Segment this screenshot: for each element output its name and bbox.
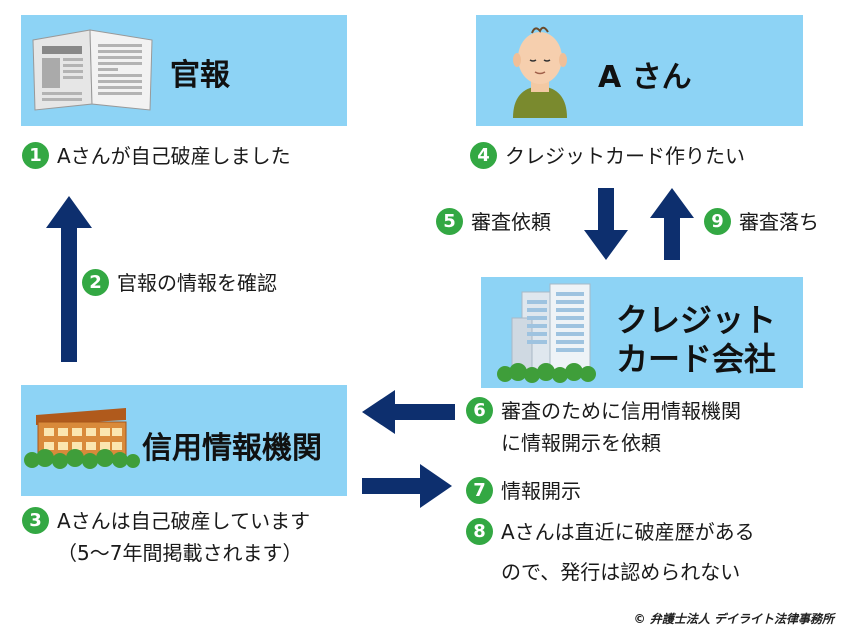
step-2: 2 官報の情報を確認 xyxy=(82,267,277,299)
person-icon xyxy=(513,26,567,118)
step-text-line1: Aさんは自己破産しています xyxy=(57,509,311,533)
step-text: 審査落ち xyxy=(739,210,819,234)
step-text-line2: に情報開示を依頼 xyxy=(501,431,661,455)
step-badge: 8 xyxy=(466,518,493,545)
step-3: 3 Aさんは自己破産しています （5〜7年間掲載されます） xyxy=(22,505,310,569)
a-san-title: A さん xyxy=(598,60,692,95)
step-badge: 6 xyxy=(466,397,493,424)
kanpo-title: 官報 xyxy=(170,58,230,93)
arrow-left-request-disclosure xyxy=(362,390,455,434)
credit-company-title-line2: カード会社 xyxy=(616,340,777,378)
bureau-building-icon xyxy=(24,408,140,469)
step-text-line1: 審査のために信用情報機関 xyxy=(501,399,741,423)
arrow-up-bureau-to-kanpo xyxy=(46,196,92,362)
credit-company-title-line1: クレジット xyxy=(616,301,777,339)
step-text-line2: （5〜7年間掲載されます） xyxy=(57,541,303,565)
step-text: Aさんが自己破産しました xyxy=(57,144,291,168)
step-text: 審査依頼 xyxy=(471,210,551,234)
step-badge: 3 xyxy=(22,507,49,534)
step-7: 7 情報開示 xyxy=(466,475,581,507)
step-text-line1: Aさんは直近に破産歴がある xyxy=(501,520,755,544)
step-6: 6 審査のために信用情報機関 に情報開示を依頼 xyxy=(466,395,741,459)
arrow-up-rejection xyxy=(650,188,694,260)
step-badge: 7 xyxy=(466,477,493,504)
step-5: 5 審査依頼 xyxy=(436,206,551,238)
step-badge: 1 xyxy=(22,142,49,169)
copyright-text: © 弁護士法人 デイライト法律事務所 xyxy=(633,612,834,626)
step-badge: 2 xyxy=(82,269,109,296)
step-text: 官報の情報を確認 xyxy=(117,271,277,295)
office-building-icon xyxy=(497,283,596,383)
step-badge: 5 xyxy=(436,208,463,235)
arrow-down-request xyxy=(584,188,628,260)
newspaper-icon xyxy=(32,29,153,111)
step-text: 情報開示 xyxy=(501,479,581,503)
step-badge: 9 xyxy=(704,208,731,235)
step-text-line2: ので、発行は認められない xyxy=(501,560,741,584)
step-text: クレジットカード作りたい xyxy=(505,144,745,168)
credit-bureau-title: 信用情報機関 xyxy=(142,431,322,466)
arrow-right-disclosure xyxy=(362,464,452,508)
step-8: 8 Aさんは直近に破産歴がある ので、発行は認められない xyxy=(466,516,755,588)
step-4: 4 クレジットカード作りたい xyxy=(470,140,745,172)
step-9: 9 審査落ち xyxy=(704,206,819,238)
step-badge: 4 xyxy=(470,142,497,169)
step-1: 1 Aさんが自己破産しました xyxy=(22,140,291,172)
